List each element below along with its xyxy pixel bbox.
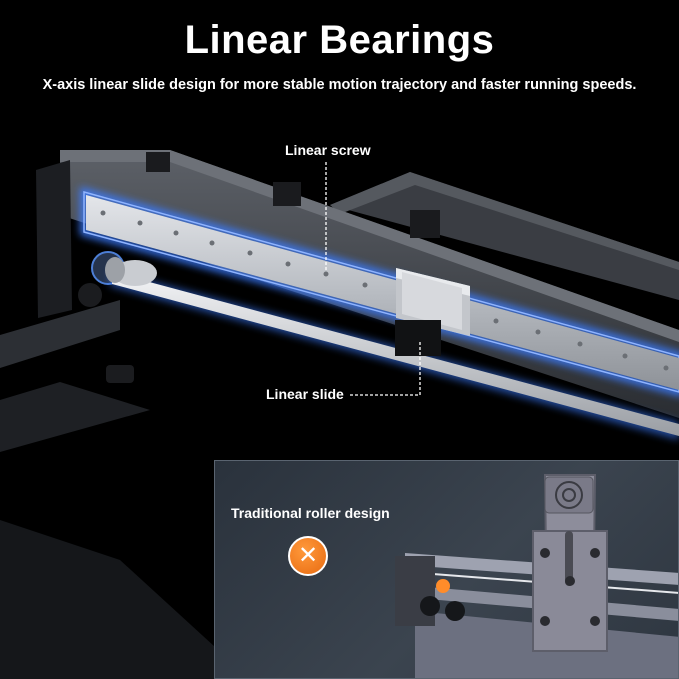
bracket-2	[273, 182, 301, 206]
linear-screw-callout: Linear screw	[285, 142, 371, 158]
linear-rail	[86, 195, 679, 390]
linear-slide-callout: Linear slide	[266, 386, 344, 402]
bracket-3	[410, 210, 440, 238]
front-frame-rail	[0, 520, 250, 679]
page-subtitle: X-axis linear slide design for more stab…	[42, 77, 637, 93]
end-plate	[36, 160, 72, 318]
page-title: Linear Bearings	[184, 18, 495, 62]
comparison-inset: Traditional roller design ✕	[214, 460, 679, 679]
rear-frame-rail	[330, 172, 679, 300]
close-icon: ✕	[288, 536, 328, 576]
y-axis-rail-left	[0, 300, 120, 368]
rail-screw-holes	[100, 210, 669, 371]
traditional-roller-label: Traditional roller design	[231, 505, 390, 521]
bracket-1	[146, 152, 170, 172]
roller-carriage-illustration	[395, 474, 678, 678]
